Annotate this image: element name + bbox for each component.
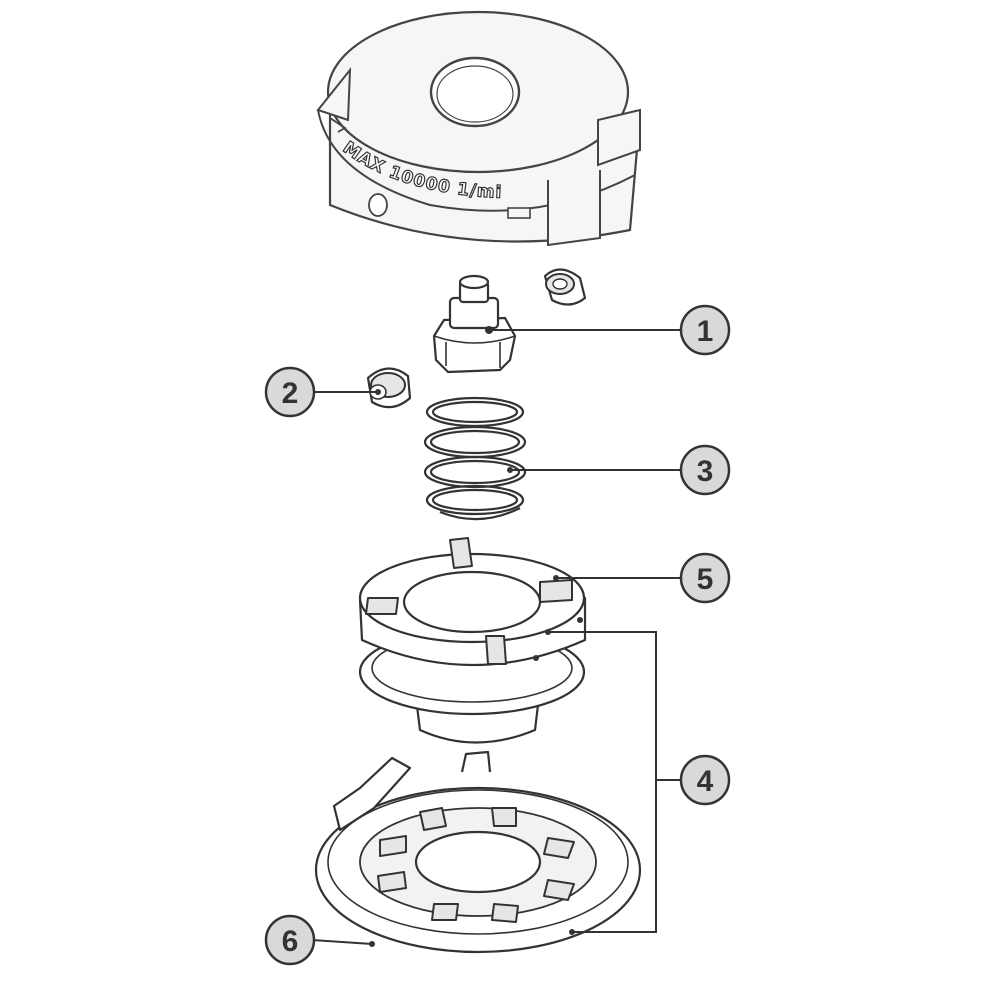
trimmer-head-cover: MAX 10000 1/min bbox=[0, 0, 642, 247]
callout-2: 2 bbox=[264, 366, 316, 418]
callout-3: 3 bbox=[679, 444, 731, 496]
callout-4: 4 bbox=[679, 754, 731, 806]
svg-text:1: 1 bbox=[697, 315, 714, 348]
callout-6: 6 bbox=[264, 914, 316, 966]
part-2-bushing bbox=[366, 367, 412, 409]
callout-5: 5 bbox=[679, 552, 731, 604]
svg-text:5: 5 bbox=[697, 563, 714, 596]
part-1-bearing-nut bbox=[432, 274, 517, 374]
svg-text:3: 3 bbox=[697, 455, 714, 488]
part-6-base bbox=[314, 750, 642, 954]
leader-lines bbox=[311, 327, 680, 947]
part-5-spool bbox=[358, 537, 587, 744]
small-grommet bbox=[543, 268, 587, 306]
svg-text:6: 6 bbox=[282, 925, 299, 958]
part-3-spring bbox=[423, 396, 527, 521]
svg-text:2: 2 bbox=[282, 377, 299, 410]
rotation-arrow-icon bbox=[329, 117, 347, 133]
svg-text:4: 4 bbox=[697, 765, 714, 798]
callout-1: 1 bbox=[679, 304, 731, 356]
